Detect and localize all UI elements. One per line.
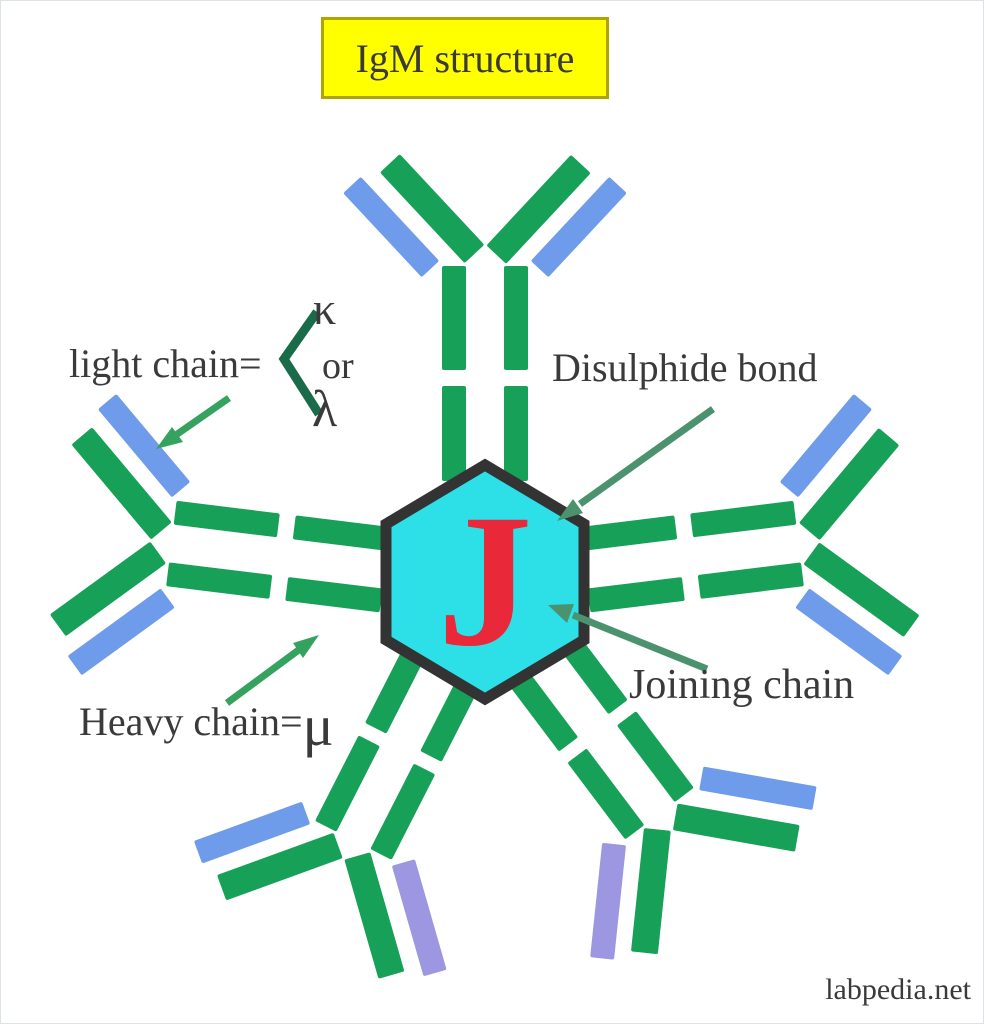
- heavy-chain-stem-segment: [697, 562, 804, 599]
- heavy-chain-stem-segment: [556, 630, 628, 715]
- heavy-chain-stem-segment: [617, 711, 694, 803]
- or-word: or: [322, 345, 354, 387]
- heavy-chain-stem-segment: [173, 500, 281, 538]
- heavy-chain-stem-segment: [285, 576, 383, 613]
- light-chain-label: light chain=: [69, 341, 262, 386]
- mu-symbol: μ: [302, 693, 334, 758]
- heavy-chain-arm-bar: [672, 803, 800, 852]
- heavy-chain-stem-segment: [504, 386, 528, 481]
- joining-chain-letter: J: [437, 476, 533, 687]
- heavy-chain-stem-segment: [166, 562, 273, 599]
- kappa-symbol: κ: [313, 283, 337, 334]
- disulphide-bond-label: Disulphide bond: [552, 345, 818, 390]
- joining-chain-label: Joining chain: [629, 662, 855, 708]
- heavy-chain-stem-segment: [504, 266, 528, 371]
- heavy-chain-stem-segment: [689, 500, 797, 538]
- heavy-chain-stem-segment: [420, 673, 482, 762]
- heavy-chain-arm-bar: [630, 828, 671, 955]
- heavy-chain-stem-segment: [365, 645, 426, 734]
- heavy-chain-stem-segment: [292, 515, 390, 551]
- heavy-chain-stem-segment: [442, 386, 466, 481]
- diagram-title: IgM structure: [355, 35, 575, 81]
- light-chain-bar: [590, 842, 627, 960]
- light-chain-bar: [699, 766, 817, 811]
- watermark: labpedia.net: [825, 973, 971, 1006]
- heavy-chain-stem-segment: [442, 266, 466, 371]
- heavy-chain-stem-segment: [567, 748, 645, 840]
- heavy-chain-stem-segment: [587, 576, 685, 613]
- lambda-symbol: λ: [312, 381, 338, 438]
- heavy-chain-label: Heavy chain=μ: [79, 697, 334, 755]
- heavy-chain-stem-segment: [580, 515, 678, 551]
- title-box: IgM structure: [321, 17, 609, 99]
- heavy-chain-text: Heavy chain=: [79, 699, 303, 744]
- heavy-chain-stem-segment: [370, 763, 436, 860]
